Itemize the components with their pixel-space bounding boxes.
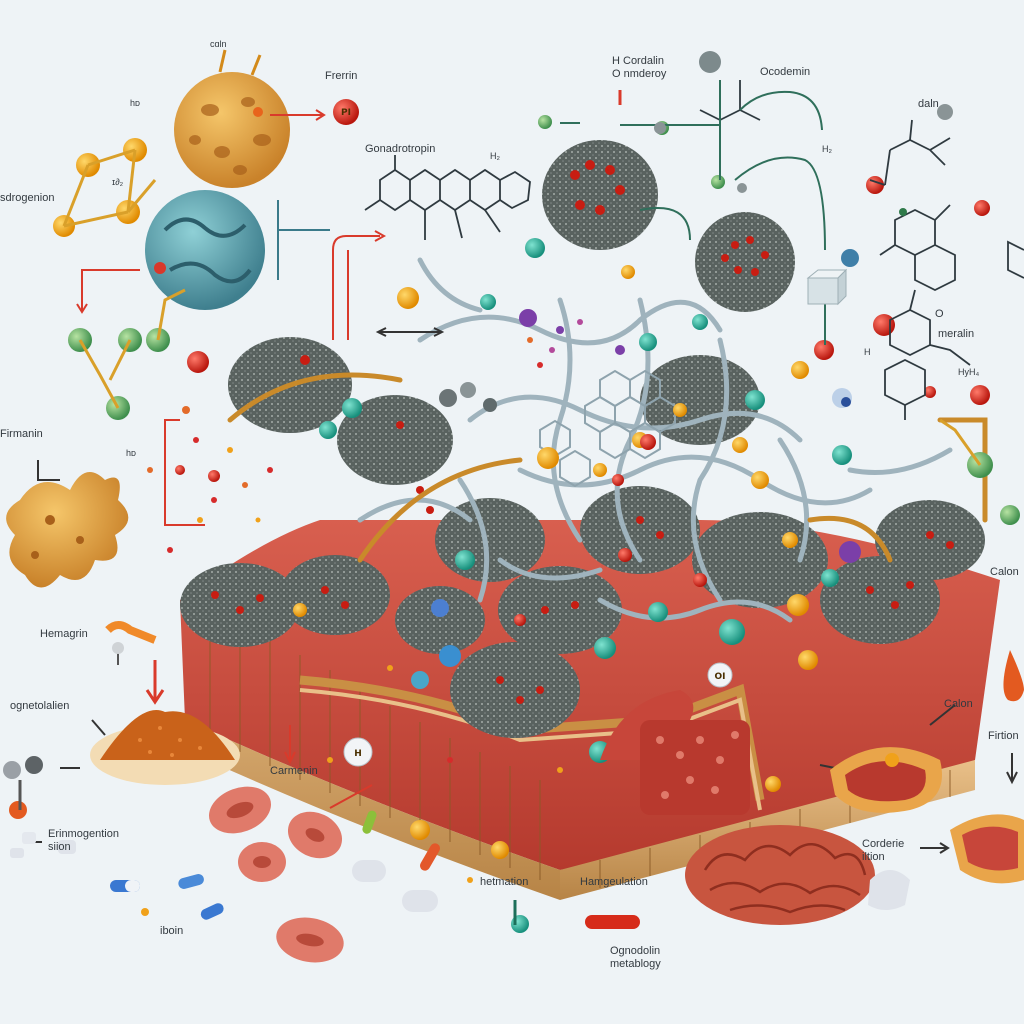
label-calon-lower: Calon [944, 698, 973, 710]
label-firtion: Firtion [988, 730, 1019, 742]
crystal-cube [806, 268, 848, 306]
badge-h: H [343, 737, 373, 767]
badge-ol-text: OI [715, 672, 726, 682]
label-ognetolatien: ognetolalien [10, 700, 70, 712]
label-h: H [864, 347, 871, 357]
label-dalin: daln [918, 98, 939, 110]
gold-tubes [227, 372, 988, 563]
label-h2-mid: H₂ [490, 151, 500, 161]
label-hamgeulation: Hamgeulation [580, 876, 648, 888]
label-h2-small: ɪ∂₂ [112, 177, 124, 187]
label-h-cordalin: H Cordalin [612, 55, 664, 67]
label-calon-right: Calon [990, 566, 1019, 578]
label-h-small-left: hᴅ [126, 448, 136, 458]
label-h2-right: H₂ [822, 144, 832, 154]
label-gonadotropin: Gonadrotropin [365, 143, 436, 155]
label-erinmogention: Erinmogention siion [48, 828, 119, 853]
label-hetmation: hetmation [480, 876, 529, 888]
label-ogneolin: Ognodolin metablogy [610, 945, 661, 970]
orange-protein-sphere [174, 49, 290, 188]
label-drogenion: sdrogenion [0, 192, 55, 204]
pathway-lines [560, 80, 826, 345]
label-fremanin: Firmanin [0, 428, 43, 440]
flask-drop [1003, 650, 1024, 702]
label-top-small: cɑln [210, 39, 227, 49]
molecule-bonds [62, 148, 982, 466]
red-balls [9, 176, 990, 819]
label-h-left: hᴅ [130, 98, 140, 108]
badge-h-text: H [354, 749, 362, 759]
hex-lattice [539, 369, 676, 488]
pathway-arrows [30, 90, 1018, 854]
badge-ol: OI [707, 662, 733, 688]
teal-balls [319, 238, 852, 933]
label-carmenin: Carmenin [270, 765, 318, 777]
capsules [10, 810, 640, 929]
gray-atom-nodes [439, 51, 953, 412]
badge-pi: PI [333, 99, 359, 125]
label-iboin: iboin [160, 925, 184, 937]
blue-ball-pair [832, 249, 859, 408]
label-corderie: Corderie iltion [862, 838, 905, 863]
label-ferritin: Frerrin [325, 70, 358, 82]
granule-mound [90, 710, 240, 785]
confetti-particles [141, 319, 583, 916]
label-hy: HyH₄ [958, 367, 980, 377]
chemical-structures [364, 80, 1024, 420]
label-ocodemin: Ocodemin [760, 66, 811, 78]
teal-protein-sphere [145, 190, 265, 310]
label-meralin: meralin [938, 328, 975, 340]
purple-balls [519, 309, 861, 563]
small-pins [3, 621, 517, 925]
kidney-structure [600, 690, 750, 815]
label-o: O [935, 308, 944, 320]
badge-pi-text: PI [341, 108, 351, 118]
cell-lobes [180, 140, 985, 738]
gold-balls [53, 138, 818, 859]
label-hemagrin: Hemagrin [40, 628, 88, 640]
label-o-nmderoy: O nmderoy [612, 68, 667, 80]
brain-organ [685, 825, 875, 925]
red-blood-cells [209, 786, 344, 963]
tan-molecule [6, 472, 129, 588]
red-granules [211, 160, 954, 704]
tissue-slices [830, 747, 1024, 910]
